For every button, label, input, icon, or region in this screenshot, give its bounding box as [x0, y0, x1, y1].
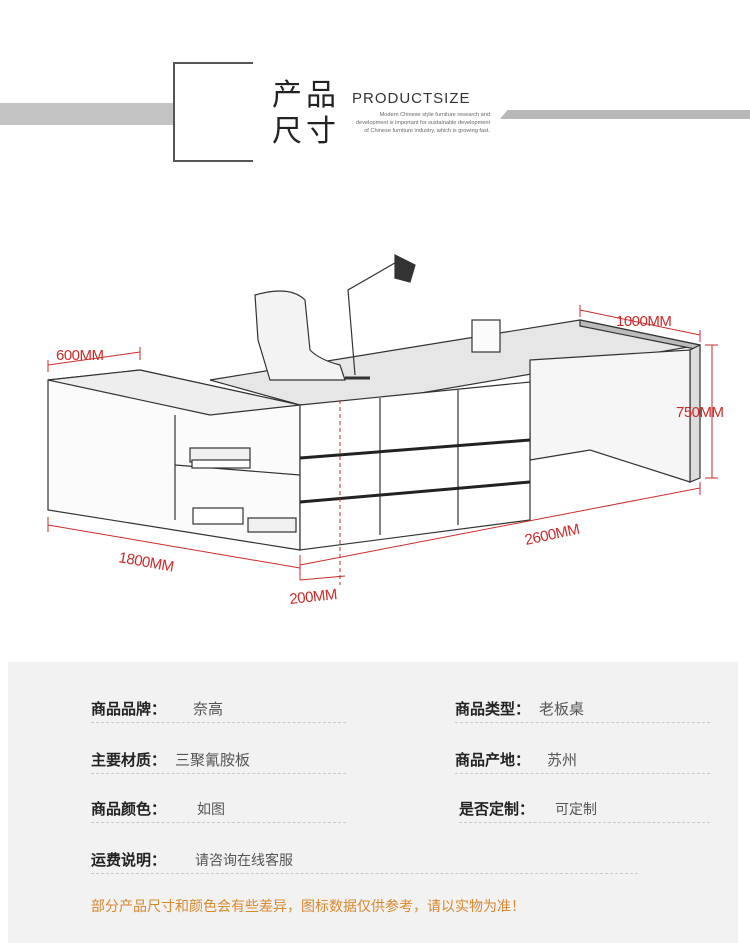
dimension-height: 750MM	[676, 404, 724, 421]
subtitle-line: Modern Chinese style furniture research …	[379, 112, 490, 118]
spec-row-type: 商品类型： 老板桌	[455, 692, 710, 723]
spec-row-shipping: 运费说明： 请咨询在线客服	[91, 843, 638, 874]
spec-label: 商品类型：	[455, 700, 531, 718]
title-line-2: 尺寸	[272, 114, 340, 149]
disclaimer-note: 部分产品尺寸和颜色会有些差异，图标数据仅供参考，请以实物为准！	[91, 899, 525, 915]
spec-value: 奈高	[193, 700, 224, 718]
dimension-lines	[47, 305, 718, 585]
spec-value: 三聚氰胺板	[175, 751, 251, 769]
title-line-1: 产品	[272, 78, 340, 113]
subtitle-line: development is important for sustainable…	[355, 120, 490, 126]
spec-row-material: 主要材质： 三聚氰胺板	[91, 743, 346, 774]
title-frame	[173, 62, 253, 162]
dimension-depth-left: 600MM	[56, 347, 104, 364]
dimension-depth-right: 1000MM	[616, 313, 671, 330]
spec-label: 商品品牌：	[91, 700, 167, 718]
spec-value: 老板桌	[539, 700, 585, 718]
spec-row-origin: 商品产地： 苏州	[455, 743, 710, 774]
product-size-header: 产品 尺寸 PRODUCTSIZE Modern Chinese style f…	[0, 0, 750, 200]
desk-illustration	[47, 254, 701, 551]
spec-value: 苏州	[547, 751, 578, 769]
spec-label: 运费说明：	[91, 851, 167, 869]
spec-label: 商品产地：	[455, 751, 531, 769]
spec-label: 是否定制：	[459, 800, 535, 818]
spec-label: 主要材质：	[91, 751, 167, 769]
spec-value: 可定制	[555, 802, 597, 818]
dimension-length-main: 2600MM	[523, 521, 581, 549]
section-title-en: PRODUCTSIZE	[352, 90, 471, 107]
spec-value: 如图	[197, 802, 225, 818]
dimension-offset: 200MM	[289, 586, 338, 608]
dimension-length-side: 1800MM	[117, 549, 174, 575]
section-title-cn: 产品 尺寸	[272, 78, 344, 150]
subtitle-line: of Chinese furniture industry, which is …	[364, 128, 490, 134]
spec-value: 请咨询在线客服	[195, 853, 293, 869]
desk-dimension-drawing: 600MM 1000MM 750MM 2600MM 1800MM 200MM	[47, 254, 724, 608]
spec-row-color: 商品颜色： 如图	[91, 792, 346, 823]
spec-label: 商品颜色：	[91, 800, 167, 818]
spec-row-brand: 商品品牌： 奈高	[91, 692, 346, 723]
spec-row-custom: 是否定制： 可定制	[459, 792, 710, 823]
section-subtitle: Modern Chinese style furniture research …	[340, 111, 490, 135]
product-info-panel: 商品品牌： 奈高 商品类型： 老板桌 主要材质： 三聚氰胺板 商品产地： 苏州 …	[8, 662, 738, 943]
header-right-bar	[500, 110, 750, 119]
